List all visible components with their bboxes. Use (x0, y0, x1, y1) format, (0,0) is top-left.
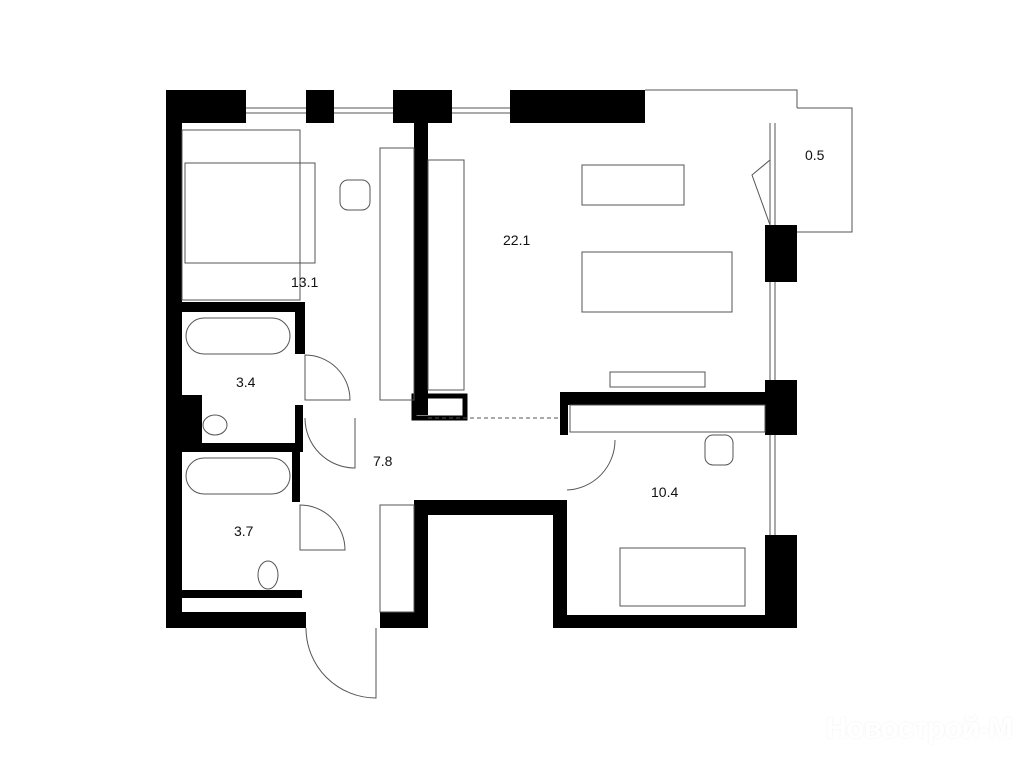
room-area-living-kitchen: 22.1 (503, 232, 531, 248)
wall-bath-divider (182, 443, 300, 452)
kitchen-counter (427, 159, 465, 391)
bathtub-2 (185, 457, 291, 495)
room-area-kids-room: 10.4 (651, 484, 679, 500)
windows (246, 89, 853, 535)
wall-hall-bottom (414, 500, 555, 515)
kids-chair (704, 434, 734, 466)
wall-bath2-right (292, 452, 300, 502)
wall-top-1 (166, 90, 246, 123)
wall-kids-jamb (560, 392, 568, 435)
sofa (581, 251, 733, 313)
room-area-bedroom: 13.1 (291, 274, 319, 290)
wall-bottom-right (553, 615, 797, 628)
balcony-door (751, 158, 771, 226)
wall-right-2 (765, 380, 797, 435)
thin-lines (181, 89, 853, 699)
wall-bath1-right (295, 302, 305, 354)
walls (166, 90, 797, 628)
wall-bath1-niche (182, 395, 202, 443)
door-kids (566, 439, 616, 491)
single-bed (619, 547, 746, 607)
toilet-2 (257, 560, 279, 590)
wall-right-3 (765, 535, 797, 628)
door-entry (305, 627, 377, 699)
hall-wardrobe (379, 504, 415, 613)
wall-left (166, 90, 182, 628)
wall-bottom-left (166, 612, 306, 628)
room-area-balcony: 0.5 (805, 147, 825, 163)
room-area-hallway: 7.8 (373, 453, 393, 469)
watermark: Новострой-М (825, 712, 1013, 745)
toilet-1 (202, 414, 228, 436)
wall-kids-left (553, 500, 567, 628)
wall-bedroom-bottom (182, 302, 305, 312)
wall-bath2-bottom (182, 590, 302, 598)
dining-table (581, 164, 685, 206)
double-bed (184, 162, 316, 264)
wall-bath1-door-jamb (295, 405, 303, 452)
wall-kids-top (560, 392, 765, 405)
wall-top-2 (306, 90, 334, 123)
wall-top-4 (510, 90, 645, 123)
tv-stand (609, 371, 706, 388)
wall-hall-right (414, 500, 428, 628)
room-area-bathroom-1: 3.4 (236, 374, 256, 390)
wall-right-1 (765, 225, 797, 282)
desk-counter (569, 404, 766, 433)
door-hall (304, 417, 356, 469)
wardrobe (379, 147, 415, 401)
bed-zone (181, 129, 301, 301)
bathtub-1 (185, 317, 291, 355)
chair (339, 179, 371, 211)
wall-bedroom-kitchen (414, 90, 428, 415)
room-area-bathroom-2: 3.7 (234, 523, 254, 539)
door-bath2 (299, 504, 346, 551)
door-bath1 (304, 354, 351, 401)
wall-kitchen-stub (411, 393, 468, 421)
